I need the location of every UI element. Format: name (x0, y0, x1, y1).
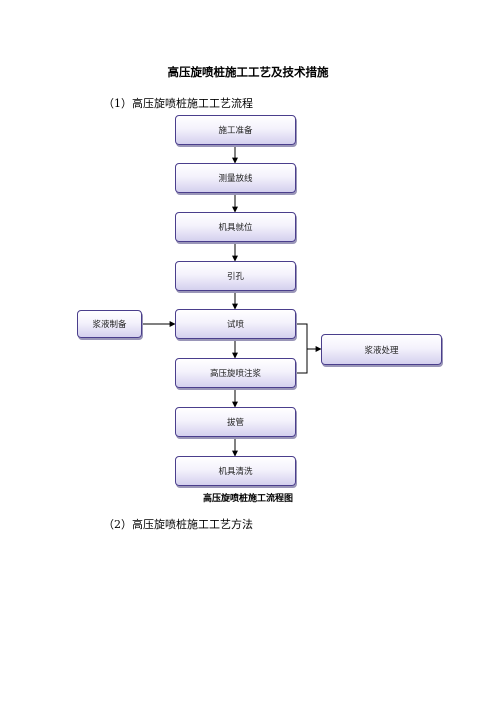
flow-step-trial-jet: 试喷 (175, 309, 296, 339)
flow-output-slurry-treatment: 浆液处理 (321, 334, 442, 365)
flow-step-survey: 测量放线 (175, 163, 296, 193)
page-title: 高压旋喷桩施工工艺及技术措施 (167, 65, 329, 79)
flow-step-preparation: 施工准备 (175, 115, 296, 145)
flow-step-equipment-position: 机具就位 (175, 212, 296, 242)
flow-step-pull-pipe: 拔管 (175, 407, 296, 437)
flow-step-guide-hole: 引孔 (175, 261, 296, 291)
section-heading-2: （2）高压旋喷桩施工工艺方法 (103, 518, 253, 531)
flow-input-slurry-preparation: 浆液制备 (77, 310, 142, 338)
flow-step-high-pressure-grouting: 高压旋喷注浆 (175, 358, 296, 388)
flow-step-equipment-cleaning: 机具清洗 (175, 456, 296, 486)
connector-step5-to-bracket (296, 323, 308, 374)
section-heading-1: （1）高压旋喷桩施工工艺流程 (103, 97, 253, 110)
flowchart-caption: 高压旋喷桩施工流程图 (202, 494, 293, 504)
